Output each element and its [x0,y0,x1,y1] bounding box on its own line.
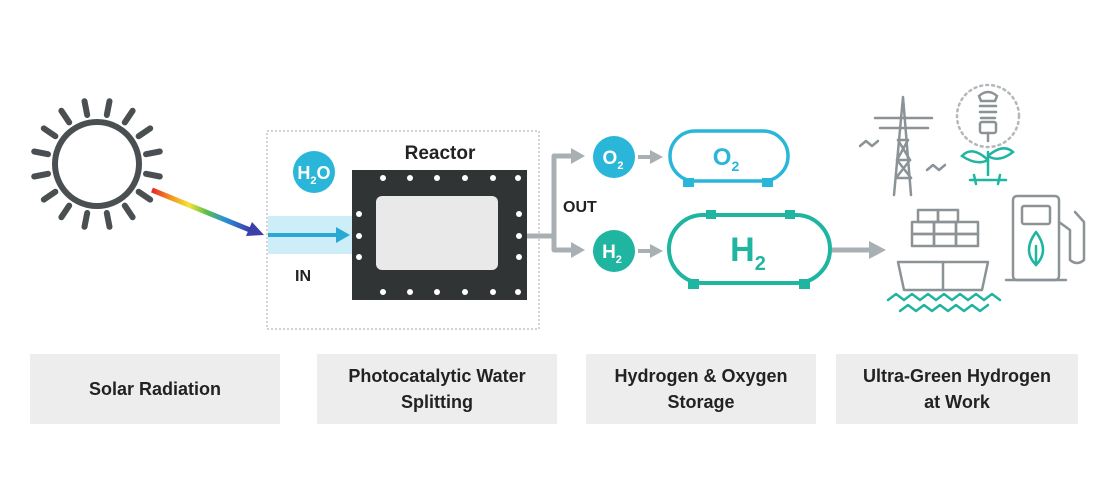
hydrogen-out-arrowhead [571,242,585,258]
sun-ray [31,148,51,158]
reactor-bolt [434,175,440,181]
sun-ray [121,202,136,221]
svg-text:H2: H2 [602,242,622,266]
svg-text:O2: O2 [713,144,740,174]
caption-photocatalytic-water-splitting: Photocatalytic Water Splitting [317,354,557,424]
reactor-bolt [462,289,468,295]
sun-ray [40,125,59,140]
lightbulb-icon [955,83,1021,186]
caption-line: Splitting [401,392,473,412]
caption-solar-radiation: Solar Radiation [30,354,280,424]
caption-ultra-green-hydrogen: Ultra-Green Hydrogen at Work [836,354,1078,424]
fuel-pump-icon [1004,194,1086,282]
hydrogen-tank: H2 [667,210,832,289]
oxygen-out-arrowhead [571,148,585,164]
reactor-bolt [434,289,440,295]
caption-line: Hydrogen & Oxygen [614,366,788,386]
water-molecule-badge: H2O [293,151,335,193]
svg-text:O2: O2 [603,148,624,172]
caption-line: Storage [667,392,735,412]
sun-ray [81,210,91,230]
oxygen-badge: O2 [593,136,635,178]
sun-ray [58,107,73,126]
reactor-boundary [266,130,540,330]
to-applications-arrow [832,241,886,259]
reactor-bolt [356,211,362,217]
caption-line: Photocatalytic Water [348,366,526,386]
ship-icon [886,208,1002,313]
caption-line: Ultra-Green Hydrogen [862,366,1052,386]
reactor-bolt [516,233,522,239]
sun-ray [135,188,154,203]
reactor-bolt [356,254,362,260]
sun-ray [40,188,59,203]
reactor-bolt [407,175,413,181]
caption-line: at Work [924,392,990,412]
reactor-bolt [515,289,521,295]
sun-ray [135,125,154,140]
sun-ray [31,170,51,180]
power-tower-icon [858,95,947,197]
reactor-bolt [407,289,413,295]
reactor-bolt [380,175,386,181]
solar-ray-arrow [151,187,264,236]
reactor-bolt [516,211,522,217]
sun-ray [103,210,113,230]
output-piping [527,153,573,253]
reactor-bolt [356,233,362,239]
reactor-bolt [515,175,521,181]
in-label: IN [295,268,311,285]
reactor-bolt [380,289,386,295]
caption-hydrogen-oxygen-storage: Hydrogen & Oxygen Storage [586,354,816,424]
sun-ray [58,202,73,221]
svg-text:H2: H2 [730,231,766,275]
sun-ray [143,148,163,158]
reactor-bolt [490,289,496,295]
sun-ray [121,107,136,126]
reactor-bolt [462,175,468,181]
reactor-body [352,170,527,300]
sun-ray [143,170,163,180]
sun-ray [81,98,91,118]
reactor-title: Reactor [405,143,476,164]
water-inflow-arrow [268,227,350,243]
oxygen-to-tank-arrow [638,150,663,164]
reactor-bolt [516,254,522,260]
out-label: OUT [563,199,597,216]
reactor-bolt [490,175,496,181]
svg-text:H2O: H2O [297,163,330,187]
sun-icon [31,98,163,230]
caption-line: Solar Radiation [88,379,222,399]
oxygen-tank: O2 [668,129,790,187]
hydrogen-badge: H2 [593,230,635,272]
hydrogen-to-tank-arrow [638,244,663,258]
sun-ray [103,98,113,118]
